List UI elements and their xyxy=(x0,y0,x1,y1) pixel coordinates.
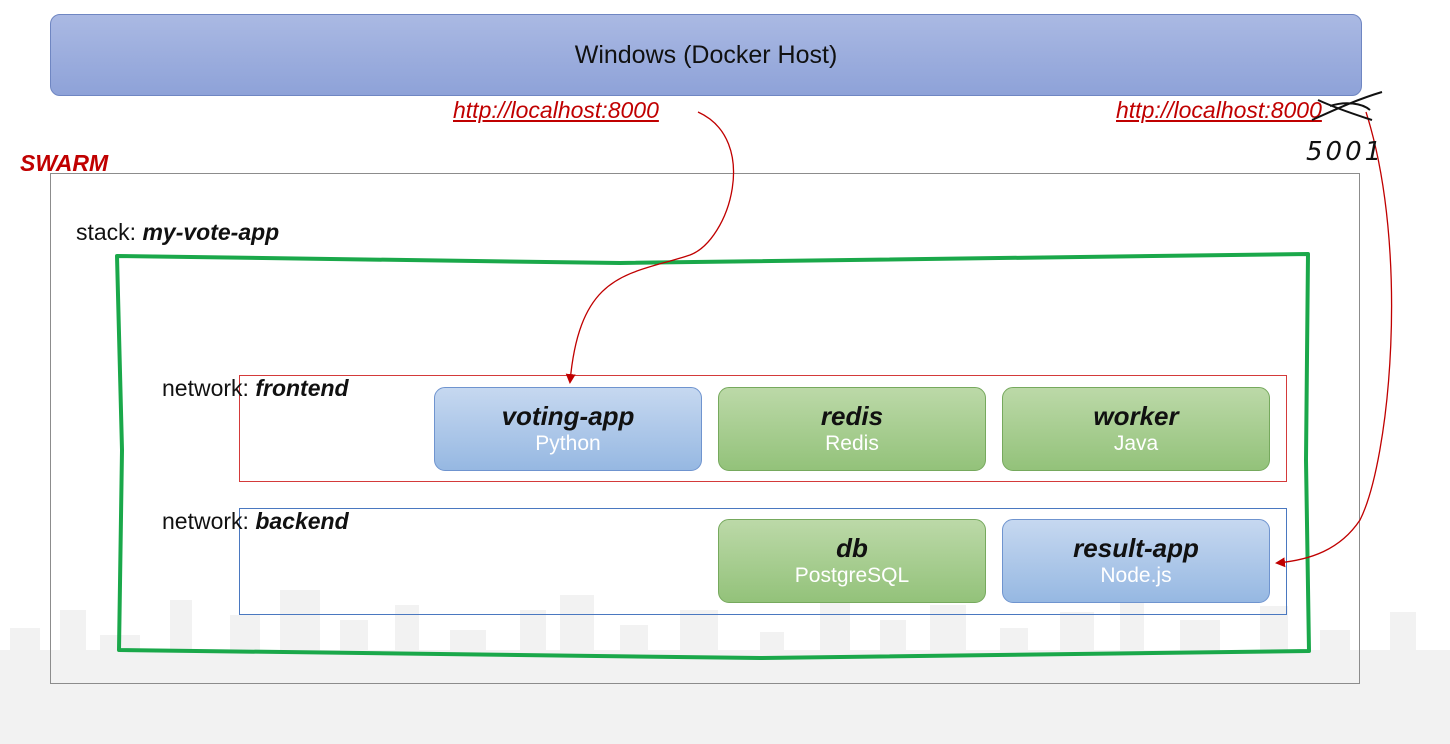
service-voting-app-tech: Python xyxy=(535,432,601,455)
service-voting-app[interactable]: voting-app Python xyxy=(434,387,702,471)
service-voting-app-name: voting-app xyxy=(501,401,635,431)
network-frontend-prefix: network: xyxy=(162,375,249,401)
network-frontend-label: network: frontend xyxy=(162,375,349,402)
network-frontend-name: frontend xyxy=(255,375,349,401)
service-redis-name: redis xyxy=(820,401,884,431)
service-worker-name: worker xyxy=(1093,401,1179,431)
service-redis[interactable]: redis Redis xyxy=(718,387,986,471)
stack-name: my-vote-app xyxy=(142,219,280,245)
service-db[interactable]: db PostgreSQL xyxy=(718,519,986,603)
service-db-tech: PostgreSQL xyxy=(794,564,910,587)
stack-label: stack: my-vote-app xyxy=(76,219,279,246)
service-worker-tech: Java xyxy=(1113,432,1159,455)
service-result-app-tech: Node.js xyxy=(1100,564,1172,587)
service-redis-tech: Redis xyxy=(825,432,879,455)
localhost-url-right[interactable]: http://localhost:8000 xyxy=(1116,97,1322,123)
stack-prefix: stack: xyxy=(76,219,137,245)
docker-host-title: Windows (Docker Host) xyxy=(574,40,838,69)
service-result-app[interactable]: result-app Node.js xyxy=(1002,519,1270,603)
network-backend-prefix: network: xyxy=(162,508,249,534)
service-worker[interactable]: worker Java xyxy=(1002,387,1270,471)
network-backend-name: backend xyxy=(255,508,349,534)
service-db-name: db xyxy=(836,533,868,563)
swarm-label: SWARM xyxy=(20,150,109,176)
localhost-url-left[interactable]: http://localhost:8000 xyxy=(453,97,659,123)
service-result-app-name: result-app xyxy=(1073,533,1199,563)
network-backend-label: network: backend xyxy=(162,508,349,535)
docker-host-bar: Windows (Docker Host) xyxy=(50,14,1362,96)
